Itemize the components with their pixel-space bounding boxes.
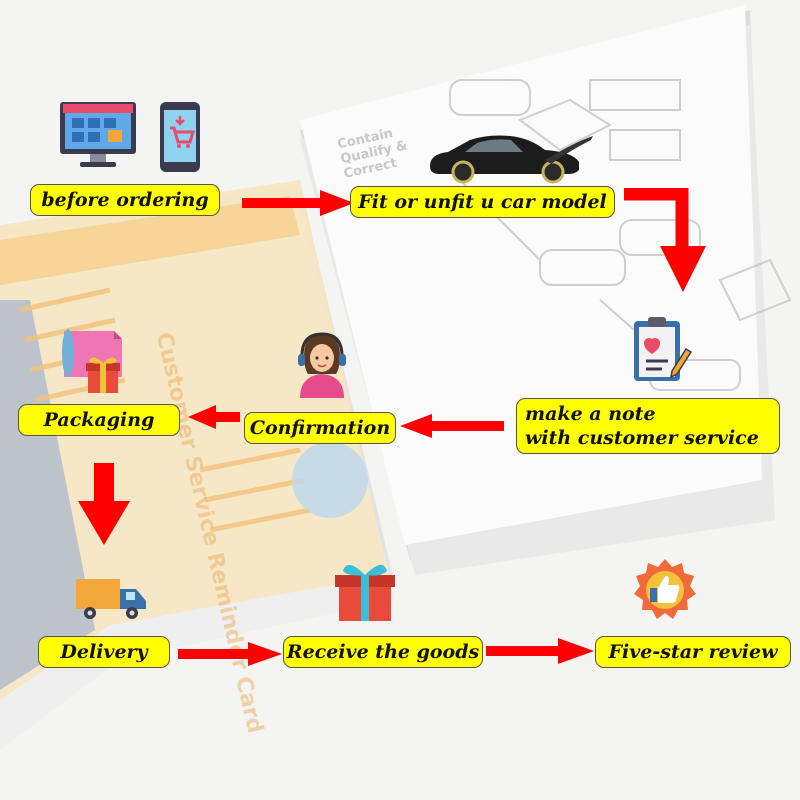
arrow-right-1 <box>242 190 354 216</box>
arrow-bend-down <box>624 188 722 296</box>
arrow-right-2 <box>178 642 282 666</box>
arrow-left-1 <box>400 414 504 438</box>
note-line-2: with customer service <box>525 426 759 450</box>
step-packaging: Packaging <box>18 404 180 436</box>
arrow-down-1 <box>78 463 130 545</box>
phone-cart-icon <box>158 100 202 174</box>
arrow-left-2 <box>188 405 240 429</box>
clipboard-heart-icon <box>624 315 694 385</box>
gift-box-icon <box>333 557 397 623</box>
arrow-right-3 <box>486 638 594 664</box>
step-before-ordering: before ordering <box>30 184 220 216</box>
step-confirmation: Confirmation <box>244 412 396 444</box>
operator-headset-icon <box>290 330 354 398</box>
step-fit-or-unfit: Fit or unfit u car model <box>350 186 615 218</box>
gift-wrap-icon <box>60 323 126 395</box>
car-icon <box>425 128 595 184</box>
monitor-shop-icon <box>58 100 138 170</box>
step-delivery: Delivery <box>38 636 170 668</box>
note-line-1: make a note <box>525 402 656 426</box>
truck-icon <box>74 575 148 621</box>
step-receive-goods: Receive the goods <box>283 636 483 668</box>
step-make-a-note: make a note with customer service <box>516 398 780 454</box>
step-five-star-review: Five-star review <box>595 636 791 668</box>
thumbs-up-badge-icon <box>632 557 698 623</box>
